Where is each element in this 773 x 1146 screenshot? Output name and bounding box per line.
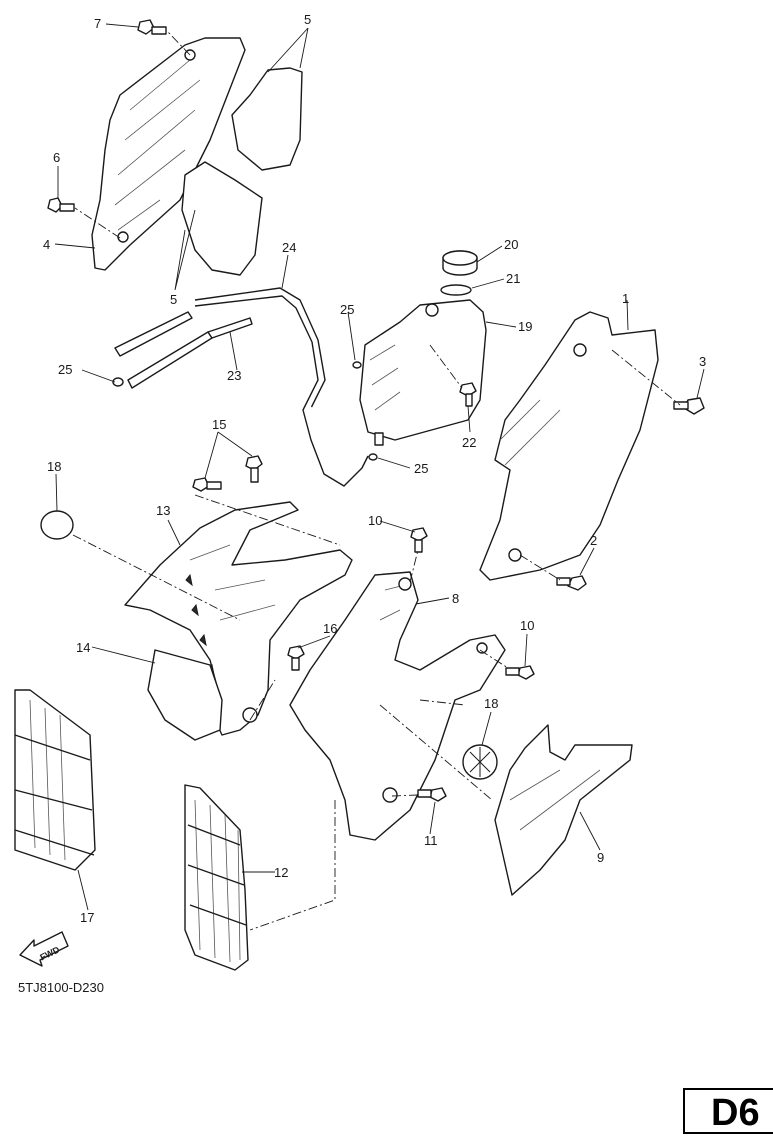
bolt-part-16 (287, 645, 305, 671)
callout-25-top: 25 (340, 302, 354, 317)
callout-5-top: 5 (304, 12, 311, 27)
alignment-lines (72, 31, 681, 931)
bolt-part-3 (673, 397, 705, 415)
callout-11: 11 (424, 833, 438, 848)
scoop-panel-part-14 (147, 649, 223, 741)
shroud-graphic-part-9 (494, 724, 633, 896)
bolt-part-22 (459, 382, 477, 407)
bolt-part-6 (47, 197, 75, 213)
clip-part-25-right (368, 453, 378, 461)
clip-part-25-top (352, 361, 362, 369)
page-tag: D6 (683, 1088, 773, 1134)
callout-24: 24 (282, 240, 296, 255)
page-tag-label: D6 (711, 1092, 760, 1134)
callout-19: 19 (518, 319, 532, 334)
clip-part-25-left (112, 377, 124, 387)
fwd-arrow-icon: FWD (19, 931, 69, 967)
callout-17: 17 (80, 910, 94, 925)
callout-25-right: 25 (414, 461, 428, 476)
callout-23: 23 (227, 368, 241, 383)
side-cover-part-1 (479, 311, 659, 581)
callout-13: 13 (156, 503, 170, 518)
number-plate-part-4 (91, 37, 246, 271)
drawing-code: 5TJ8100-D230 (18, 980, 104, 995)
callout-2: 2 (590, 533, 597, 548)
callout-10-top: 10 (368, 513, 382, 528)
hose-part-23 (114, 311, 253, 389)
emblem-part-18-oval (40, 510, 74, 540)
bolt-part-15-b (245, 455, 263, 483)
callout-21: 21 (506, 271, 520, 286)
callout-6: 6 (53, 150, 60, 165)
hose-part-24 (194, 287, 369, 487)
leader-lines (54, 23, 705, 911)
callout-18-right: 18 (484, 696, 498, 711)
callout-8: 8 (452, 591, 459, 606)
radiator-louver-part-17 (14, 689, 96, 871)
shroud-part-8 (289, 571, 506, 841)
callout-3: 3 (699, 354, 706, 369)
callout-10-right: 10 (520, 618, 534, 633)
side-panel-part-5-upper (231, 67, 303, 171)
bolt-part-15-a (192, 477, 222, 492)
cap-part-20 (442, 250, 478, 276)
callout-labels: 7 5 6 4 5 24 25 25 23 20 21 19 1 3 22 25… (43, 12, 706, 925)
side-panel-part-5-lower (181, 161, 263, 276)
callout-1: 1 (622, 291, 629, 306)
radiator-guard-part-12 (184, 784, 249, 971)
callout-22: 22 (462, 435, 476, 450)
callout-9: 9 (597, 850, 604, 865)
callout-14: 14 (76, 640, 90, 655)
callout-25-left: 25 (58, 362, 72, 377)
bolt-part-10-top (410, 527, 428, 553)
callout-4: 4 (43, 237, 50, 252)
seal-part-21 (440, 284, 472, 296)
callout-18-left: 18 (47, 459, 61, 474)
callout-12: 12 (274, 865, 288, 880)
callout-5-bottom: 5 (170, 292, 177, 307)
callout-20: 20 (504, 237, 518, 252)
bolt-part-11 (417, 787, 447, 802)
callout-7: 7 (94, 16, 101, 31)
emblem-part-18-round (462, 744, 498, 780)
bolt-part-10-right (505, 665, 535, 680)
callout-15: 15 (212, 417, 226, 432)
callout-16: 16 (323, 621, 337, 636)
bolt-part-2 (556, 575, 587, 591)
bolt-part-7 (137, 19, 167, 35)
reservoir-tank-part-19 (359, 299, 487, 446)
